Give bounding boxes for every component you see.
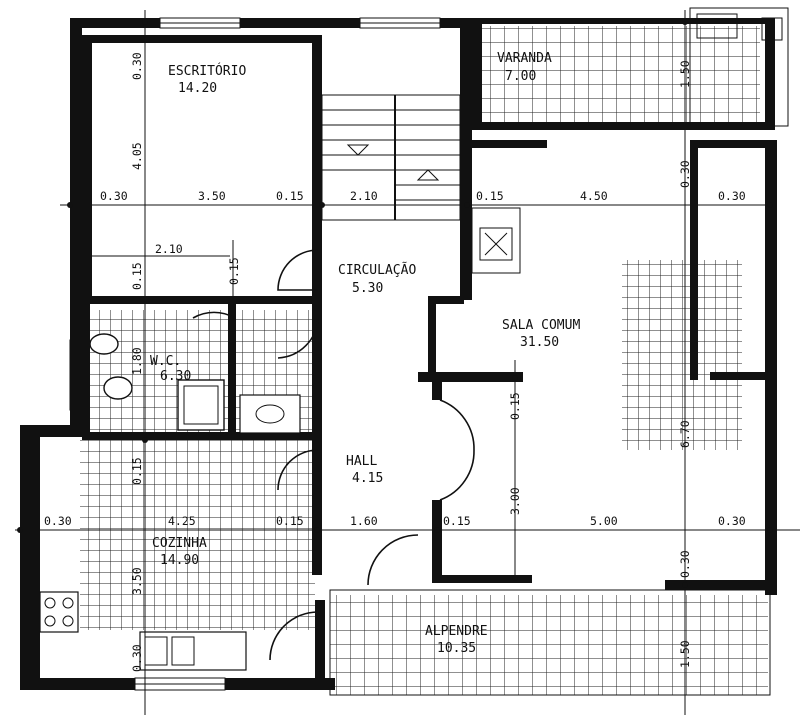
walls	[20, 17, 777, 696]
dim-sala-right2: 0.30	[718, 514, 746, 528]
dim-sala-width: 4.50	[580, 189, 608, 203]
dim-esc-width: 3.50	[198, 189, 226, 203]
dim-esc-v1: 0.15	[130, 262, 144, 290]
dim-esc-top: 0.30	[130, 52, 144, 80]
cozinha-name: COZINHA	[152, 536, 207, 551]
circulacao-area: 5.30	[352, 281, 383, 296]
dim-wc-height: 1.80	[130, 347, 144, 375]
alpendre-area: 10.35	[437, 641, 476, 656]
dim-sala-bottom: 0.30	[678, 550, 692, 578]
dim-alpendre-depth: 1.50	[678, 640, 692, 668]
dim-hall-height: 3.00	[508, 487, 522, 515]
escritorio-name: ESCRITÓRIO	[168, 63, 246, 79]
dim-coz-right: 0.15	[276, 514, 304, 528]
dim-sala-right: 0.30	[718, 189, 746, 203]
wc-area: 6.30	[160, 369, 191, 384]
dim-stair-width: 2.10	[350, 189, 378, 203]
wc-name: W.C.	[150, 354, 181, 369]
dim-hall-small: 0.15	[508, 392, 522, 420]
alpendre-name: ALPENDRE	[425, 624, 488, 639]
dim-sala-height: 6.70	[678, 420, 692, 448]
dim-sala-left2: 0.15	[443, 514, 471, 528]
sala-rug-tiles	[622, 260, 742, 450]
hall-name: HALL	[346, 454, 377, 469]
sala-area: 31.50	[520, 335, 559, 350]
dim-hall-width: 1.60	[350, 514, 378, 528]
dim-coz-height: 3.50	[130, 567, 144, 595]
dim-esc-height: 4.05	[130, 142, 144, 170]
varanda-name: VARANDA	[497, 51, 552, 66]
cozinha-tiles	[80, 440, 315, 630]
dim-coz-width: 4.25	[168, 514, 196, 528]
dim-coz-bottom: 0.30	[130, 644, 144, 672]
dim-esc-right: 0.15	[276, 189, 304, 203]
dim-varanda-depth: 1.50	[678, 60, 692, 88]
doors	[192, 249, 475, 661]
cozinha-area: 14.90	[160, 553, 199, 568]
varanda-area: 7.00	[505, 69, 536, 84]
dim-esc-left: 0.30	[100, 189, 128, 203]
dim-esc-inner: 2.10	[155, 242, 183, 256]
dim-esc-v2: 0.15	[227, 257, 241, 285]
dim-sala-top: 0.30	[678, 160, 692, 188]
alpendre-tiles	[330, 595, 768, 695]
circulacao-name: CIRCULAÇÃO	[338, 262, 416, 278]
dim-coz-top: 0.15	[130, 457, 144, 485]
dim-sala-left: 0.15	[476, 189, 504, 203]
dim-coz-left: 0.30	[44, 514, 72, 528]
dimension-lines	[15, 10, 800, 715]
dim-sala-width2: 5.00	[590, 514, 618, 528]
axis-markers	[17, 19, 773, 588]
stairs	[321, 94, 461, 221]
escritorio-area: 14.20	[178, 81, 217, 96]
hall-area: 4.15	[352, 471, 383, 486]
fixtures	[39, 7, 789, 671]
varanda-tiles	[482, 26, 760, 126]
sala-name: SALA COMUM	[502, 318, 580, 333]
